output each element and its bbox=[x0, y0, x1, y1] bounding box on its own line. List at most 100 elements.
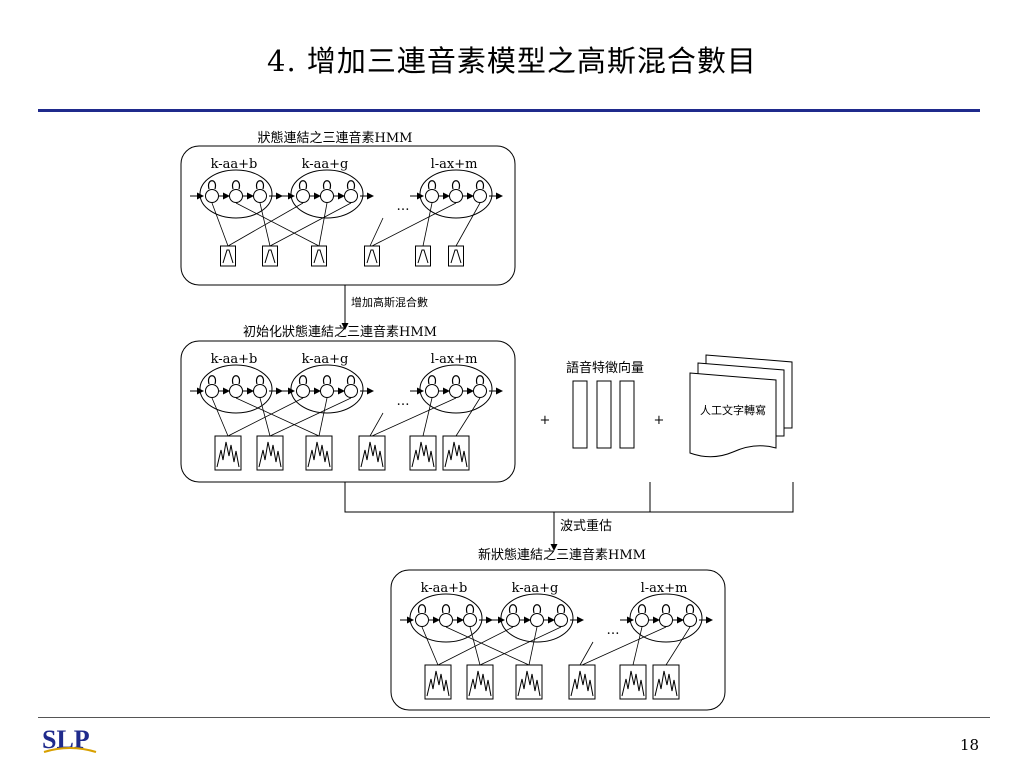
state-tie-line bbox=[371, 397, 457, 437]
hmm-state bbox=[473, 384, 487, 398]
gaussian-box bbox=[262, 245, 278, 267]
feature-vector bbox=[572, 380, 588, 449]
slide-title: 4. 增加三連音素模型之高斯混合數目 bbox=[267, 44, 757, 78]
features-label: 語音特徵向量 bbox=[566, 360, 644, 376]
gaussian-box bbox=[415, 245, 431, 267]
state-tie-line bbox=[445, 626, 530, 666]
self-loop bbox=[322, 180, 332, 190]
gaussian-curve bbox=[450, 249, 462, 264]
ellipsis: … bbox=[397, 199, 410, 214]
state-tie-line bbox=[235, 202, 320, 247]
gaussian-curve bbox=[426, 670, 450, 697]
state-tie-line bbox=[369, 217, 384, 247]
state-tie-line bbox=[665, 626, 691, 666]
hmm-state bbox=[439, 613, 453, 627]
self-loop bbox=[685, 604, 695, 614]
state-tie-line bbox=[422, 202, 433, 247]
footer-divider bbox=[38, 717, 990, 718]
self-loop bbox=[441, 604, 451, 614]
state-tie-line bbox=[269, 397, 352, 437]
model-label: l-ax+m bbox=[431, 352, 478, 367]
hmm-state bbox=[449, 384, 463, 398]
hmm-state bbox=[205, 384, 219, 398]
self-loop bbox=[417, 604, 427, 614]
gaussian-box bbox=[311, 245, 327, 267]
title-divider bbox=[38, 109, 980, 112]
gaussian-curve bbox=[258, 441, 282, 468]
self-loop bbox=[207, 375, 217, 385]
self-loop bbox=[346, 180, 356, 190]
gaussian-curve bbox=[621, 670, 645, 697]
hmm-state bbox=[554, 613, 568, 627]
hmm-state bbox=[415, 613, 429, 627]
hmm-state bbox=[463, 613, 477, 627]
self-loop bbox=[346, 375, 356, 385]
hmm-state bbox=[296, 384, 310, 398]
middle-panel-caption: 初始化狀態連結之三連音素HMM bbox=[243, 324, 437, 340]
self-loop bbox=[556, 604, 566, 614]
state-tie-line bbox=[479, 626, 562, 666]
state-tie-line bbox=[421, 626, 439, 666]
state-tie-line bbox=[211, 202, 229, 247]
self-loop bbox=[255, 180, 265, 190]
model-label: k-aa+b bbox=[211, 352, 258, 367]
ellipsis: … bbox=[607, 623, 620, 638]
model-label: l-ax+m bbox=[641, 581, 688, 596]
hmm-state bbox=[205, 189, 219, 203]
feature-vector bbox=[619, 380, 635, 449]
self-loop bbox=[207, 180, 217, 190]
hmm-state bbox=[530, 613, 544, 627]
model-label: k-aa+b bbox=[211, 157, 258, 172]
top-panel bbox=[180, 145, 516, 286]
bottom-panel bbox=[390, 569, 726, 711]
self-loop bbox=[322, 375, 332, 385]
state-tie-line bbox=[422, 397, 433, 437]
top-panel-caption: 狀態連結之三連音素HMM bbox=[258, 130, 413, 146]
gaussian-curve bbox=[417, 249, 429, 264]
hmm-state bbox=[344, 384, 358, 398]
model-label: k-aa+b bbox=[421, 581, 468, 596]
hmm-state bbox=[683, 613, 697, 627]
gaussian-curve bbox=[468, 670, 492, 697]
hmm-state bbox=[449, 189, 463, 203]
state-tie-line bbox=[227, 397, 304, 437]
self-loop bbox=[255, 375, 265, 385]
state-tie-line bbox=[455, 202, 481, 247]
gaussian-curve bbox=[264, 249, 276, 264]
gaussian-curve bbox=[517, 670, 541, 697]
hmm-state bbox=[296, 189, 310, 203]
gaussian-curve bbox=[411, 441, 435, 468]
self-loop bbox=[451, 375, 461, 385]
state-tie-line bbox=[371, 202, 457, 247]
state-tie-line bbox=[235, 397, 320, 437]
hmm-state bbox=[229, 189, 243, 203]
gaussian-box bbox=[448, 245, 464, 267]
self-loop bbox=[427, 180, 437, 190]
plus-sign-2: + bbox=[654, 413, 665, 428]
self-loop bbox=[661, 604, 671, 614]
gaussian-box bbox=[364, 245, 380, 267]
hmm-state bbox=[425, 384, 439, 398]
state-tie-line bbox=[227, 202, 304, 247]
state-tie-line bbox=[318, 397, 328, 437]
increase-label: 增加高斯混合數 bbox=[351, 295, 428, 309]
gaussian-curve bbox=[222, 249, 234, 264]
state-tie-line bbox=[211, 397, 229, 437]
hmm-state bbox=[635, 613, 649, 627]
hmm-state bbox=[253, 384, 267, 398]
self-loop bbox=[465, 604, 475, 614]
hmm-state bbox=[229, 384, 243, 398]
state-tie-line bbox=[455, 397, 481, 437]
gaussian-curve bbox=[366, 249, 378, 264]
transcription-label: 人工文字轉寫 bbox=[700, 403, 766, 417]
gaussian-curve bbox=[307, 441, 331, 468]
state-tie-line bbox=[579, 641, 594, 666]
middle-panel bbox=[180, 340, 516, 483]
hmm-state bbox=[320, 189, 334, 203]
model-label: l-ax+m bbox=[431, 157, 478, 172]
gaussian-curve bbox=[654, 670, 678, 697]
self-loop bbox=[298, 180, 308, 190]
